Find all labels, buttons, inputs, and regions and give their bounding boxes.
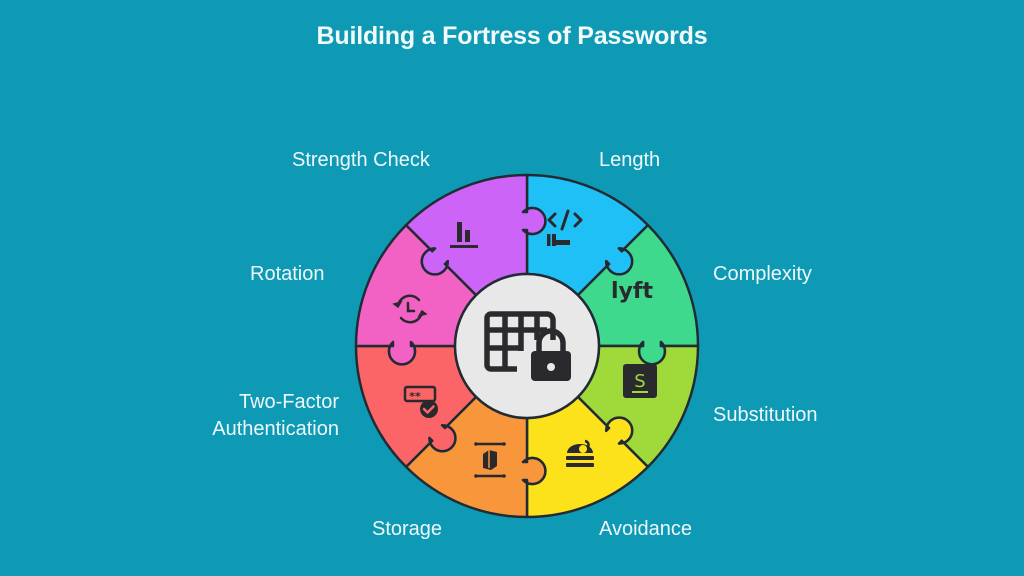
label-line-1: Two-Factor [238, 391, 339, 413]
label-strength-check: Strength Check [292, 149, 430, 171]
label-length: Length [599, 149, 661, 171]
box-icon [474, 442, 506, 478]
svg-text:**: ** [409, 390, 421, 403]
lyft-logo-icon: lyft [611, 279, 653, 304]
center-hub [453, 272, 601, 420]
page-title: Building a Fortress of Passwords [316, 22, 708, 50]
password-check-icon: ** [403, 385, 438, 418]
segment-strength-check [404, 173, 547, 297]
svg-text:lyft: lyft [611, 279, 653, 304]
svg-text:S: S [634, 371, 645, 392]
label-two-factor-authentication: Two-Factor Authentication [212, 389, 339, 443]
label-rotation: Rotation [250, 263, 325, 285]
label-line-2: Authentication [212, 418, 339, 440]
label-storage: Storage [372, 518, 443, 540]
label-avoidance: Avoidance [599, 518, 693, 540]
dollar-box-icon: S [623, 364, 657, 398]
cake-icon [566, 439, 594, 467]
grid-lock-icon [484, 311, 571, 381]
clock-rotate-icon [392, 294, 428, 324]
label-complexity: Complexity [713, 263, 812, 285]
code-icon [547, 209, 583, 246]
label-substitution: Substitution [713, 404, 818, 426]
bar-chart-icon [450, 222, 478, 248]
